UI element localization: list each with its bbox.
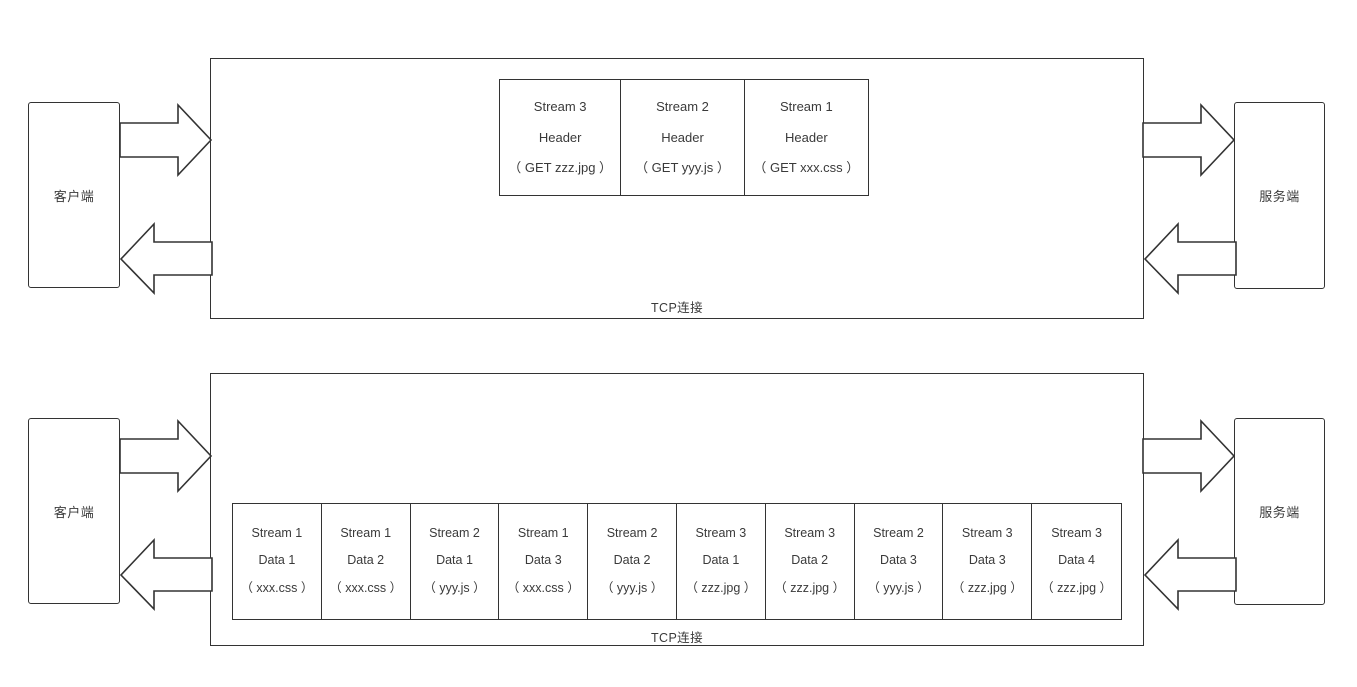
frame-detail-label: （ yyy.js ）	[600, 581, 664, 596]
frame-stream-label: Stream 1	[779, 99, 833, 115]
data-frame: Stream 3 Data 2 （ zzz.jpg ）	[765, 504, 855, 619]
tcp-connection-label-top: TCP连接	[650, 301, 703, 315]
header-frame: Stream 3 Header （ GET zzz.jpg ）	[500, 80, 622, 195]
frame-kind-label: Data 3	[880, 553, 917, 568]
frame-kind-label: Header	[785, 129, 828, 145]
header-frame: Stream 2 Header （ GET yyy.js ）	[621, 80, 745, 195]
frame-kind-label: Data 2	[613, 553, 651, 568]
server-box-bottom: 服务端	[1234, 418, 1325, 605]
frame-detail-label: （ GET yyy.js ）	[635, 160, 730, 176]
frame-kind-label: Data 1	[436, 553, 473, 568]
block-arrow-left-shape	[119, 537, 213, 611]
frame-stream-label: Stream 2	[656, 99, 709, 115]
data-frame: Stream 3 Data 1 （ zzz.jpg ）	[676, 504, 766, 619]
server-to-connection-arrow-top	[1143, 221, 1237, 295]
frame-detail-label: （ zzz.jpg ）	[774, 581, 846, 596]
server-to-connection-arrow-bottom	[1143, 537, 1237, 611]
frame-stream-label: Stream 3	[784, 526, 836, 540]
data-frames-strip: Stream 1 Data 1 （ xxx.css ） Stream 1 Dat…	[232, 503, 1122, 620]
frame-detail-label: （ zzz.jpg ）	[951, 581, 1023, 596]
frame-detail-label: （ xxx.css ）	[329, 581, 403, 596]
data-frame: Stream 1 Data 3 （ xxx.css ）	[499, 504, 589, 619]
frame-kind-label: Data 3	[524, 553, 562, 568]
connection-to-server-arrow-top	[1142, 102, 1236, 178]
block-arrow-right-shape	[119, 418, 213, 494]
block-arrow-right-shape	[1142, 102, 1236, 178]
frame-stream-label: Stream 2	[429, 526, 480, 540]
frame-detail-label: （ xxx.css ）	[240, 581, 314, 596]
client-box-bottom: 客户端	[28, 418, 120, 604]
data-frame: Stream 2 Data 2 （ yyy.js ）	[588, 504, 677, 619]
data-frame: Stream 3 Data 4 （ zzz.jpg ）	[1032, 504, 1121, 619]
data-frame: Stream 2 Data 3 （ yyy.js ）	[854, 504, 944, 619]
frame-detail-label: （ zzz.jpg ）	[685, 581, 757, 596]
block-arrow-right-shape	[119, 102, 213, 178]
data-frame: Stream 2 Data 1 （ yyy.js ）	[410, 504, 500, 619]
header-frame: Stream 1 Header （ GET xxx.css ）	[744, 80, 868, 195]
frame-detail-label: （ GET xxx.css ）	[753, 160, 860, 176]
frame-kind-label: Data 1	[702, 553, 740, 568]
frame-kind-label: Data 3	[968, 553, 1006, 568]
header-frames-strip: Stream 3 Header （ GET zzz.jpg ） Stream 2…	[499, 79, 869, 196]
client-to-connection-arrow-bottom	[119, 418, 213, 494]
frame-stream-label: Stream 3	[1051, 526, 1102, 540]
block-arrow-left-shape	[1143, 221, 1237, 295]
frame-kind-label: Data 2	[791, 553, 829, 568]
frame-detail-label: （ GET zzz.jpg ）	[508, 160, 613, 176]
frame-kind-label: Header	[661, 129, 704, 145]
server-box-top: 服务端	[1234, 102, 1325, 289]
connection-to-server-arrow-bottom	[1142, 418, 1236, 494]
frame-stream-label: Stream 3	[533, 99, 587, 115]
frame-kind-label: Header	[538, 129, 582, 145]
frame-stream-label: Stream 1	[517, 526, 569, 540]
block-arrow-left-shape	[1143, 537, 1237, 611]
frame-stream-label: Stream 1	[251, 526, 303, 540]
frame-detail-label: （ xxx.css ）	[506, 581, 580, 596]
client-label-bottom: 客户端	[53, 504, 95, 520]
client-label-top: 客户端	[53, 188, 95, 204]
frame-stream-label: Stream 2	[873, 526, 924, 540]
client-box-top: 客户端	[28, 102, 120, 288]
frame-stream-label: Stream 1	[340, 526, 392, 540]
connection-to-client-arrow-top	[119, 221, 213, 295]
frame-detail-label: （ yyy.js ）	[867, 581, 930, 596]
frame-detail-label: （ zzz.jpg ）	[1041, 581, 1112, 596]
frame-stream-label: Stream 2	[606, 526, 658, 540]
frame-stream-label: Stream 3	[961, 526, 1013, 540]
data-frame: Stream 1 Data 2 （ xxx.css ）	[321, 504, 411, 619]
frame-kind-label: Data 2	[347, 553, 385, 568]
tcp-connection-label-bottom: TCP连接	[650, 631, 703, 645]
server-label-top: 服务端	[1259, 189, 1300, 204]
data-frame: Stream 1 Data 1 （ xxx.css ）	[233, 504, 322, 619]
frame-detail-label: （ yyy.js ）	[423, 581, 486, 596]
frame-kind-label: Data 4	[1058, 553, 1095, 568]
connection-to-client-arrow-bottom	[119, 537, 213, 611]
block-arrow-left-shape	[119, 221, 213, 295]
block-arrow-right-shape	[1142, 418, 1236, 494]
data-frame: Stream 3 Data 3 （ zzz.jpg ）	[943, 504, 1033, 619]
frame-stream-label: Stream 3	[695, 526, 747, 540]
client-to-connection-arrow-top	[119, 102, 213, 178]
frame-kind-label: Data 1	[258, 553, 296, 568]
server-label-bottom: 服务端	[1259, 505, 1300, 520]
